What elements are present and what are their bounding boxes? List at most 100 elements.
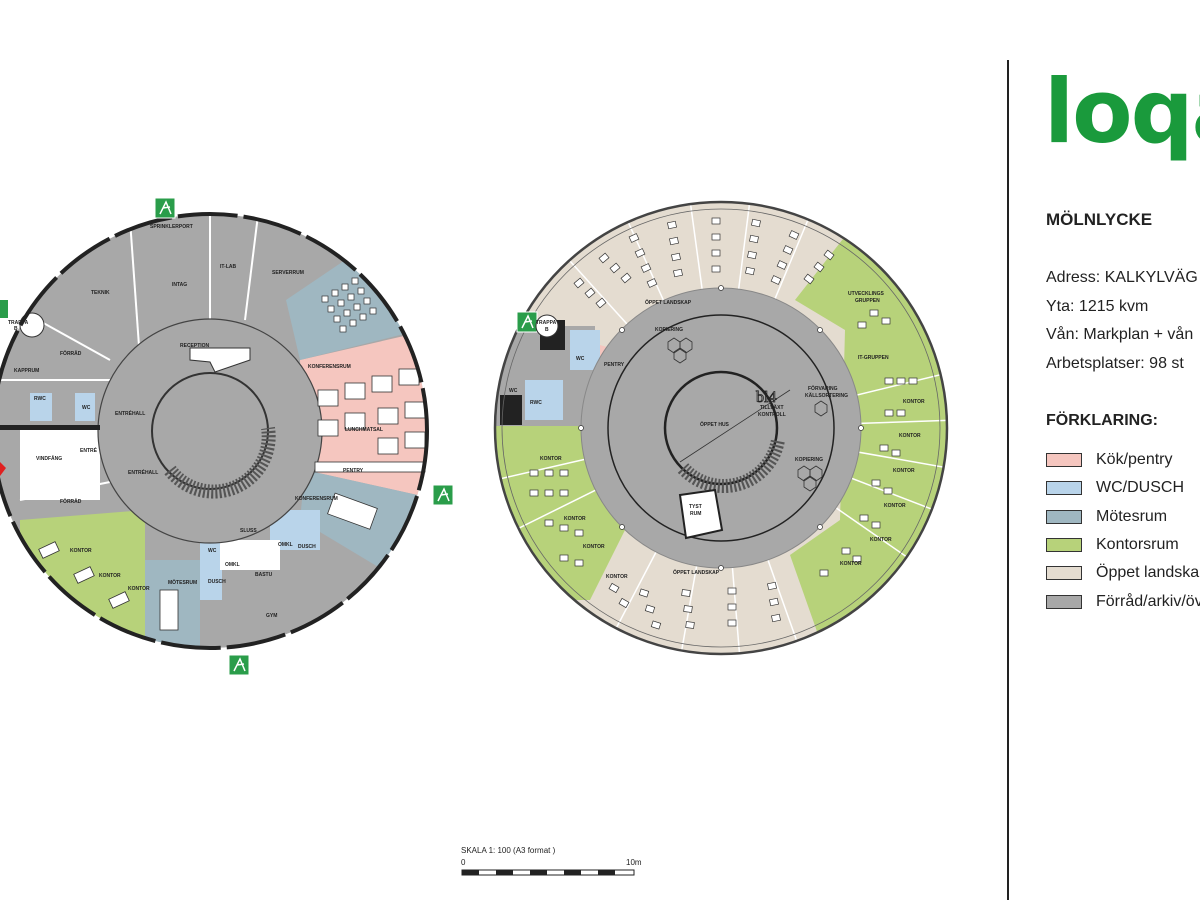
conference-seating [321, 277, 377, 333]
room-label: RWC [34, 396, 46, 402]
entrance-arrow-icon [0, 462, 6, 476]
room-label: KÄLLSORTERING [805, 392, 848, 399]
scale-start: 0 [461, 858, 466, 867]
room-label: RUM [690, 511, 701, 517]
wc-dusch-room [200, 540, 222, 600]
info-workstations: Arbetsplatser: 98 st [1046, 354, 1184, 372]
room-label: GYM [266, 613, 277, 619]
info-panel: loqal MÖLNLYCKE Adress: KALKYLVÄG Yta: 1… [1046, 0, 1200, 900]
room-label: FÖRRÅD [60, 498, 82, 505]
wc-room [75, 393, 95, 421]
exit-sign-icon [228, 654, 250, 676]
upper-floor-plan: TRAPPA B WC WC RWC PENTRY KOPIERING KOPI… [493, 200, 949, 656]
reception-desk [189, 347, 251, 373]
room-label: KONTROLL [758, 412, 786, 418]
room-label: ÖPPET HUS [700, 421, 730, 428]
loqal-logo: loqal [1046, 62, 1200, 163]
legend-swatch [1046, 509, 1082, 524]
room-label: KONFERENSRUM [308, 364, 351, 370]
room-label: KONFERENSRUM [295, 496, 338, 502]
handwritten-note: bl4 [756, 389, 776, 406]
room-label: KONTOR [99, 573, 121, 579]
room-label: BASTU [255, 572, 273, 578]
office-desks [38, 541, 130, 609]
copier-hexagons [667, 337, 828, 492]
atrium [151, 372, 269, 490]
legend-item: WC/DUSCH [1046, 474, 1200, 502]
room-label: B [545, 327, 549, 333]
room-label: FÖRRÅD [60, 350, 82, 357]
room-label: DUSCH [208, 579, 226, 585]
room-label: VINDFÅNG [36, 455, 62, 462]
room-label: ÖPPET LANDSKAP [645, 299, 692, 306]
room-label: KOPIERING [795, 457, 823, 463]
property-info: Adress: KALKYLVÄG Yta: 1215 kvm Vån: Mar… [1046, 264, 1198, 378]
upper-floor-labels: TRAPPA B WC WC RWC PENTRY KOPIERING KOPI… [509, 291, 925, 580]
vindfang [20, 425, 100, 500]
entrance-wall [0, 425, 100, 430]
room-label: KONTOR [606, 574, 628, 580]
room-label: KONTOR [564, 516, 586, 522]
room-label: RECEPTION [180, 343, 210, 349]
room-label: UTVECKLINGS [848, 291, 885, 297]
room-label: TYST [689, 504, 702, 510]
room-label: ÖPPET LANDSKAP [673, 569, 720, 576]
outer-wall [0, 212, 429, 650]
inner-wall-line [501, 208, 941, 648]
room-label: RWC [530, 400, 542, 406]
spiral-stair [164, 426, 276, 499]
ground-floor-labels: TEKNIK INTAG IT-LAB SERVERRUM SPRINKLERP… [8, 224, 383, 619]
legend-swatch [1046, 481, 1082, 496]
room-label: KONTOR [583, 544, 605, 550]
room-label: ENTRÉ [80, 446, 98, 454]
room-label: KONTOR [893, 468, 915, 474]
floor-plans: TEKNIK INTAG IT-LAB SERVERRUM SPRINKLERP… [0, 197, 949, 876]
columns [578, 285, 864, 571]
room-label: ENTRÉHALL [115, 409, 145, 417]
scale-label: SKALA 1: 100 (A3 format ) [461, 846, 556, 855]
room-label: TRAPPA [536, 320, 557, 326]
room-label: KONTOR [870, 537, 892, 543]
room-label: GRUPPEN [855, 298, 880, 304]
spiral-stair [677, 438, 785, 493]
legend-item: Öppet landska [1046, 559, 1200, 587]
room-label: PENTRY [343, 468, 364, 474]
rwc-room [525, 380, 563, 420]
room-label: KONTOR [840, 561, 862, 567]
conference-room-1 [286, 250, 420, 360]
room-label: WC [82, 405, 91, 411]
pentry-counter [314, 461, 426, 473]
room-label: FÖRVARING [808, 385, 838, 392]
scale-end: 10m [626, 858, 642, 867]
room-label: KONTOR [128, 586, 150, 592]
ground-floor-plan: TEKNIK INTAG IT-LAB SERVERRUM SPRINKLERP… [0, 197, 454, 676]
room-label: KAPPRUM [14, 368, 39, 374]
room-label: INTAG [172, 282, 187, 288]
room-label: SLUSS [240, 528, 257, 534]
legend-swatch [1046, 453, 1082, 468]
exit-sign-icon [516, 311, 538, 333]
legend-swatch [1046, 538, 1082, 553]
stair-b [535, 314, 559, 338]
meeting-table [159, 589, 179, 631]
room-label: TEKNIK [91, 290, 110, 296]
room-label: SERVERRUM [272, 270, 304, 276]
shaft [500, 395, 522, 425]
room-label: KONTOR [540, 456, 562, 462]
room-label: SPRINKLERPORT [150, 224, 193, 230]
legend-swatch [1046, 594, 1082, 609]
quiet-room [678, 488, 724, 540]
room-label: OMKL [278, 542, 293, 548]
room-label: KONTOR [903, 399, 925, 405]
room-label: WC [509, 388, 518, 394]
room-label: WC [208, 548, 217, 554]
legend-item: Kök/pentry [1046, 446, 1200, 474]
info-area: Yta: 1215 kvm [1046, 297, 1149, 315]
outer-wall [493, 200, 949, 656]
rwc-room [30, 393, 52, 421]
room-label: OMKL [225, 562, 240, 568]
room-label: DUSCH [298, 544, 316, 550]
room-label: TILLVÄXT [760, 404, 784, 411]
exit-sign-icon [432, 484, 454, 506]
room-label: MÖTESRUM [168, 579, 197, 586]
